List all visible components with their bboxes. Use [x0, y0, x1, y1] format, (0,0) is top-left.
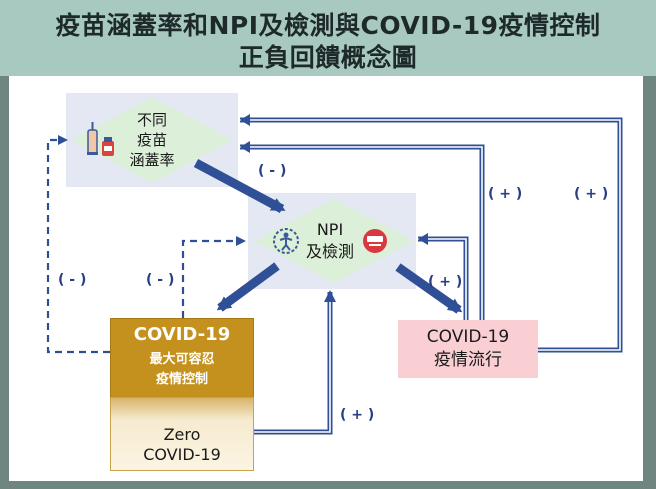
- covid-control-line-1: 最大可容忍: [149, 352, 215, 367]
- person-icon: [273, 228, 299, 254]
- sign-epidemic-to-vaccine: ( + ): [488, 186, 523, 202]
- epidemic-box: COVID-19 疫情流行: [398, 320, 538, 378]
- vaccine-label-1: 不同: [136, 111, 167, 129]
- sign-covid-to-vaccine: ( - ): [58, 272, 87, 288]
- sign-outer-to-vaccine: ( + ): [574, 186, 609, 202]
- sign-npi-to-epidemic: ( + ): [428, 274, 463, 290]
- title-line-1: 疫苗涵蓋率和NPI及檢測與COVID-19疫情控制: [55, 11, 601, 40]
- vaccine-syringe-icon: [87, 122, 98, 155]
- covid-control-box: COVID-19 最大可容忍 疫情控制: [110, 318, 254, 398]
- epidemic-line-2: 疫情流行: [434, 350, 502, 370]
- dashed-covid-to-npi: [181, 239, 238, 318]
- zero-covid-line-1: Zero: [163, 425, 201, 444]
- zero-covid-line-2: COVID-19: [143, 445, 221, 464]
- arrow-npi-to-covid: [216, 262, 280, 312]
- npi-label-2: 及檢測: [305, 242, 354, 261]
- vaccine-label-3: 涵蓋率: [129, 151, 175, 169]
- zero-covid-box: Zero COVID-19: [110, 397, 254, 471]
- arrow-npi-to-epidemic: [395, 263, 463, 314]
- npi-diamond: [254, 199, 414, 283]
- sign-zero-to-npi: ( + ): [340, 407, 375, 423]
- feedback-zero-to-npi: [252, 292, 333, 435]
- vaccine-label-2: 疫苗: [136, 131, 167, 149]
- vaccine-diamond: [72, 97, 232, 183]
- epidemic-line-1: COVID-19: [426, 327, 510, 347]
- covid-control-line-2: 疫情控制: [155, 372, 208, 387]
- covid-control-title: COVID-19: [133, 324, 231, 345]
- sign-vaccine-to-npi: ( - ): [258, 163, 287, 179]
- header: 疫苗涵蓋率和NPI及檢測與COVID-19疫情控制 正負回饋概念圖: [0, 0, 656, 76]
- lab-test-icon: [363, 229, 387, 253]
- npi-label-1: NPI: [316, 220, 344, 239]
- vaccine-vial-icon: [102, 137, 114, 156]
- arrow-vaccine-to-npi: [193, 159, 286, 213]
- dashed-covid-to-vaccine: [46, 138, 110, 354]
- title-line-2: 正負回饋概念圖: [238, 43, 418, 72]
- sign-covid-to-npi: ( - ): [146, 272, 175, 288]
